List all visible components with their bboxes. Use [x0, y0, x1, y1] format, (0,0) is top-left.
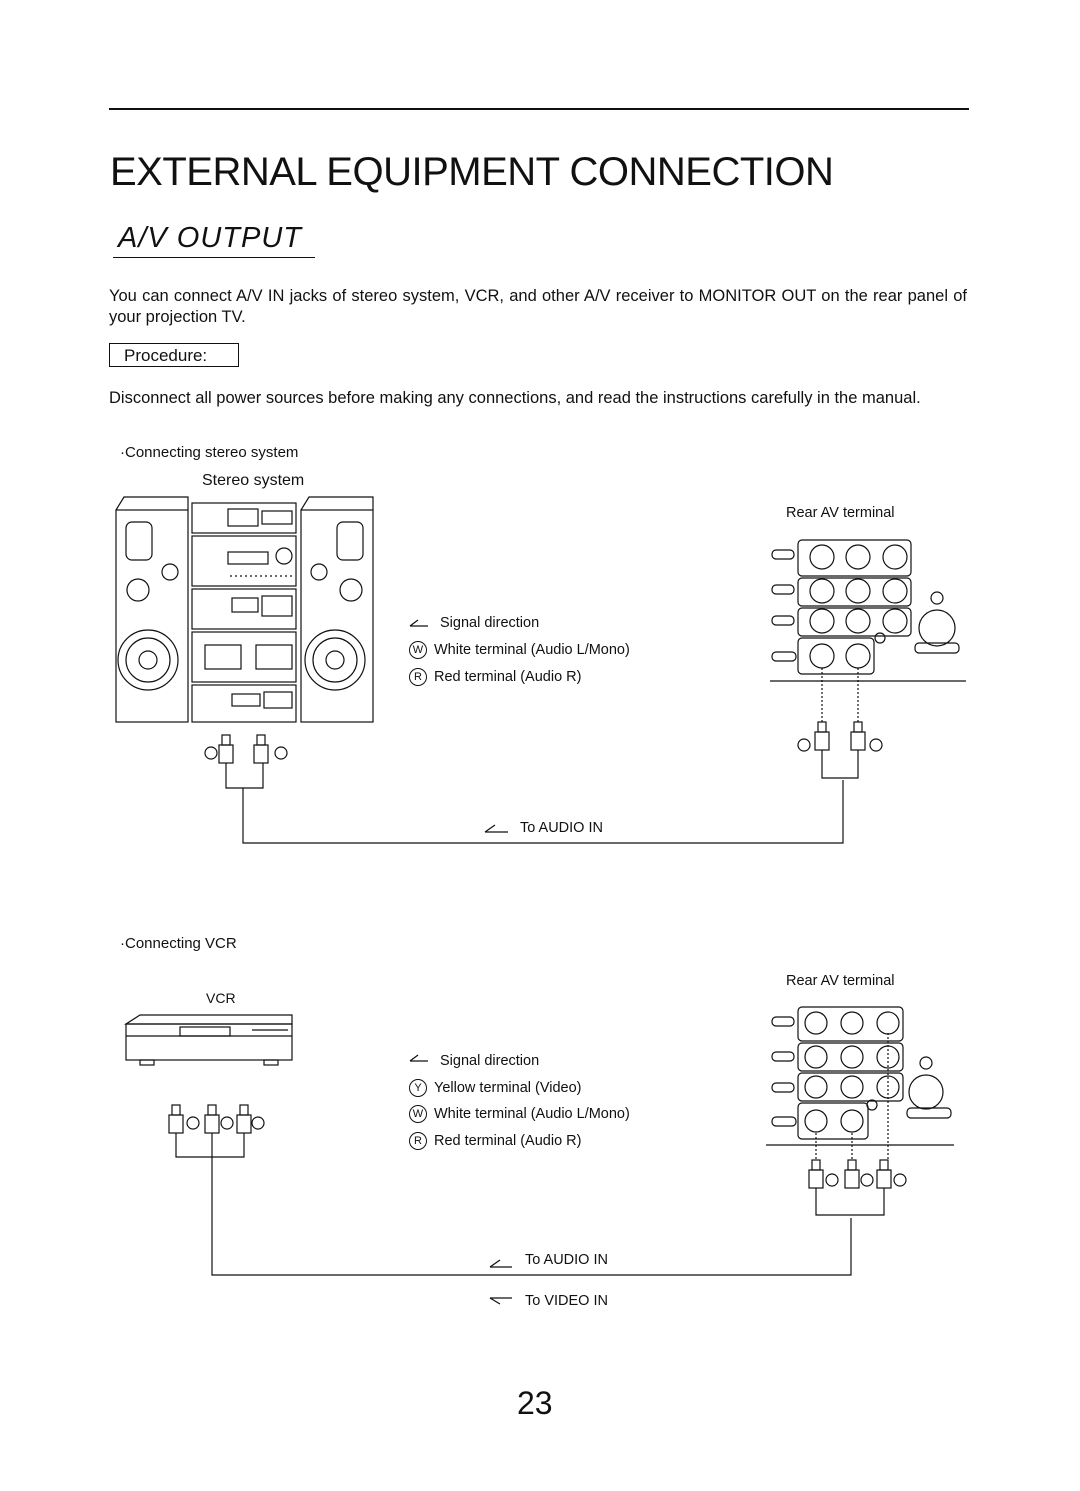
white-terminal-icon: W — [409, 1105, 427, 1123]
stereo-device-label: Stereo system — [202, 472, 305, 489]
red-terminal-icon: R — [409, 1132, 427, 1150]
vcr-to-video: To VIDEO IN — [525, 1293, 608, 1309]
stereo-to-audio: To AUDIO IN — [520, 820, 603, 836]
vcr-legend-white: W White terminal (Audio L/Mono) — [409, 1105, 630, 1123]
stereo-legend-white: W White terminal (Audio L/Mono) — [409, 641, 630, 659]
vcr-heading: ·Connecting VCR — [120, 935, 237, 952]
vcr-white-text: White terminal (Audio L/Mono) — [434, 1105, 630, 1122]
vcr-legend-yellow: Y Yellow terminal (Video) — [409, 1079, 582, 1097]
yellow-terminal-icon: Y — [409, 1079, 427, 1097]
vcr-to-audio: To AUDIO IN — [525, 1252, 608, 1268]
white-terminal-icon: W — [409, 641, 427, 659]
stereo-system-illustration — [115, 496, 374, 723]
red-terminal-icon: R — [409, 668, 427, 686]
vcr-yellow-text: Yellow terminal (Video) — [434, 1079, 582, 1096]
intro-paragraph: You can connect A/V IN jacks of stereo s… — [109, 287, 967, 326]
stereo-rear-label: Rear AV terminal — [786, 505, 895, 521]
stereo-legend-red: R Red terminal (Audio R) — [409, 668, 581, 686]
subtitle-underline — [113, 257, 315, 258]
vcr-legend-signal: Signal direction — [440, 1053, 540, 1069]
signal-arrow-icon — [409, 1054, 512, 1305]
signal-arrow-icon — [409, 619, 508, 833]
vcr-red-text: Red terminal (Audio R) — [434, 1132, 582, 1149]
vcr-legend-red: R Red terminal (Audio R) — [409, 1132, 581, 1150]
procedure-label: Procedure: — [109, 343, 239, 367]
stereo-plugs — [204, 734, 844, 844]
vcr-illustration — [123, 1014, 852, 1276]
page-title: EXTERNAL EQUIPMENT CONNECTION — [110, 150, 834, 194]
vcr-rear-panel — [766, 1006, 954, 1216]
page-number: 23 — [517, 1385, 553, 1421]
stereo-legend-signal: Signal direction — [440, 615, 540, 631]
stereo-red-text: Red terminal (Audio R) — [434, 668, 582, 685]
procedure-text: Disconnect all power sources before maki… — [109, 389, 921, 407]
stereo-white-text: White terminal (Audio L/Mono) — [434, 641, 630, 658]
vcr-rear-label: Rear AV terminal — [786, 973, 895, 989]
top-rule — [109, 108, 969, 110]
section-subtitle: A/V OUTPUT — [118, 222, 303, 254]
vcr-device-label: VCR — [206, 990, 236, 1006]
stereo-rear-panel — [770, 539, 966, 779]
stereo-heading: ·Connecting stereo system — [120, 444, 299, 461]
